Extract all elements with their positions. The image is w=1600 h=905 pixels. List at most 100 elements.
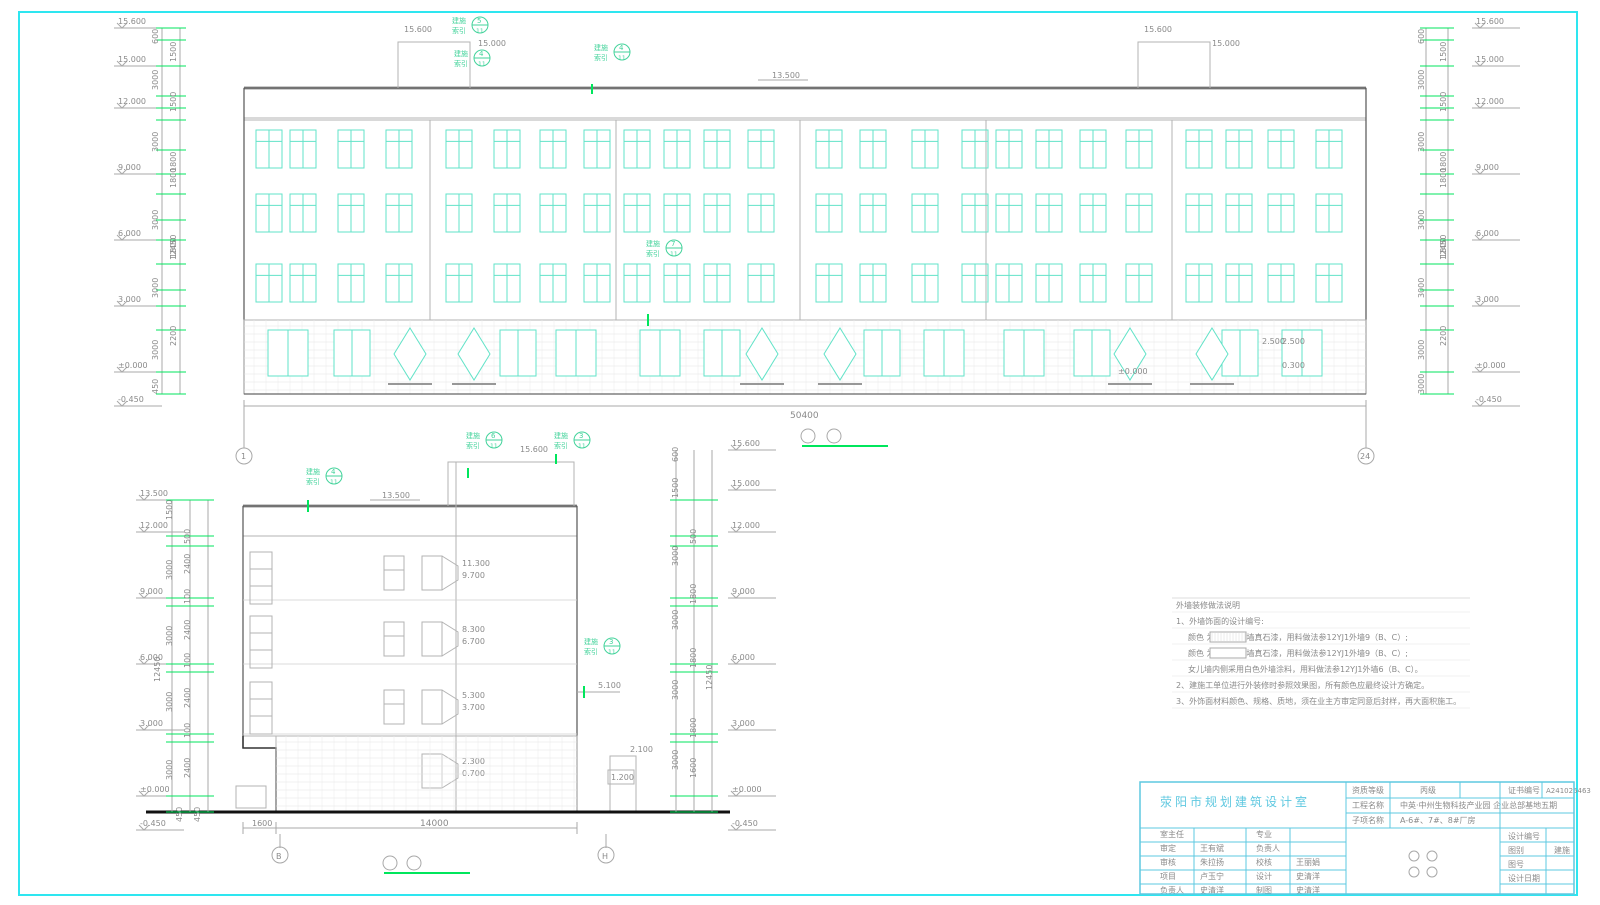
detail-tag-text: 建施 bbox=[646, 239, 660, 248]
elevation-label: 3.000 bbox=[1476, 295, 1499, 304]
elevation-label: 3.000 bbox=[118, 295, 141, 304]
vertical-dim-label: 600 bbox=[671, 447, 680, 462]
elevation-marker bbox=[116, 168, 128, 175]
item-name: A-6#、7#、8#厂房 bbox=[1400, 815, 1476, 825]
detail-tag-num: 4 bbox=[479, 50, 484, 58]
elevation-marker bbox=[1474, 366, 1486, 373]
entrance-door-diamond bbox=[457, 327, 491, 381]
elevation-label: ±0.000 bbox=[1476, 361, 1506, 370]
role: 设计 bbox=[1256, 871, 1272, 881]
vertical-dim-label: 1800 bbox=[169, 168, 178, 188]
role: 负责人 bbox=[1256, 843, 1280, 853]
vertical-dim-label: 3000 bbox=[671, 610, 680, 630]
canopy-label: 2.100 bbox=[630, 745, 653, 754]
stair-window-bay bbox=[441, 753, 459, 789]
elevation-label: 9.000 bbox=[118, 163, 141, 172]
elevation-marker bbox=[116, 102, 128, 109]
vertical-dim-label: 3000 bbox=[151, 210, 160, 230]
cert-grade-label: 资质等级 bbox=[1352, 785, 1384, 795]
parapet-band bbox=[243, 87, 1367, 119]
stair-level-label: 8.300 bbox=[462, 625, 485, 634]
stair-window-bay bbox=[441, 621, 459, 657]
tb-circle bbox=[1408, 866, 1420, 878]
overall-width-label: 50400 bbox=[790, 411, 819, 421]
elevation-marker bbox=[730, 824, 742, 831]
vertical-dim-label: 3000 bbox=[1417, 210, 1426, 230]
tb-circle bbox=[1426, 850, 1438, 862]
stair-window bbox=[421, 689, 443, 725]
elevation-marker bbox=[116, 234, 128, 241]
vertical-dim-label: 1500 bbox=[1439, 42, 1448, 62]
vertical-dim-label: 12450 bbox=[1439, 235, 1448, 260]
elevation-marker bbox=[730, 790, 742, 797]
view-title-circle bbox=[382, 855, 398, 871]
title-block-frame bbox=[1139, 781, 1575, 895]
notes-line: 女儿墙内侧采用白色外墙涂料，用料做法参12YJ1外墙6（B、C）。 bbox=[1188, 664, 1423, 674]
name: 王丽娟 bbox=[1296, 857, 1320, 867]
elevation-label: -0.450 bbox=[732, 819, 758, 828]
project-label: 工程名称 bbox=[1352, 800, 1384, 810]
entry-setback bbox=[242, 736, 277, 812]
entry-step-block bbox=[235, 785, 267, 809]
detail-tag-text: 索引 bbox=[466, 441, 480, 450]
vertical-dim-label: 3000 bbox=[1417, 278, 1426, 298]
elevation-marker bbox=[138, 824, 150, 831]
vertical-dim-label: 12450 bbox=[705, 665, 714, 690]
elevation-label: 15.600 bbox=[1476, 17, 1504, 26]
role: 审核 bbox=[1160, 857, 1176, 867]
vertical-dim-label: 1800 bbox=[1439, 238, 1448, 258]
detail-tag-num: 4 bbox=[331, 468, 336, 476]
detail-tag-sub: 11 bbox=[478, 61, 486, 68]
elevation-label: 6.000 bbox=[140, 653, 163, 662]
swatch-beige bbox=[1209, 631, 1247, 643]
roof-elev-label: 13.500 bbox=[382, 491, 410, 500]
vertical-dim-label: 2200 bbox=[169, 326, 178, 346]
detail-tag-text: 索引 bbox=[306, 477, 320, 486]
entrance-door-diamond bbox=[1195, 327, 1229, 381]
elevation-marker bbox=[138, 658, 150, 665]
elevation-label: 6.000 bbox=[1476, 229, 1499, 238]
inner-dim-label: 2.500 bbox=[1262, 337, 1285, 346]
role: 项目 bbox=[1160, 872, 1176, 881]
stair-elev-label: 15.600 bbox=[404, 25, 432, 34]
detail-tag-sub: 11 bbox=[330, 479, 338, 486]
sheet-frame bbox=[18, 11, 1578, 896]
vertical-dim-label: 100 bbox=[183, 723, 192, 738]
right-label: 图号 bbox=[1508, 860, 1524, 869]
elevation-label: 15.000 bbox=[118, 55, 146, 64]
vertical-dim-label: 600 bbox=[1417, 29, 1426, 44]
detail-tag-text: 建施 bbox=[466, 431, 480, 440]
facade-notes: 外墙装修做法说明 1、外墙饰面的设计编号: 颜色 为米黄色外墙真石漆，用料做法参… bbox=[1172, 597, 1470, 709]
elevation-marker bbox=[1474, 300, 1486, 307]
tb-circle bbox=[1426, 866, 1438, 878]
elevation-marker bbox=[116, 60, 128, 67]
stair-elev-label: 15.600 bbox=[1144, 25, 1172, 34]
stair-elev-label: 15.000 bbox=[1212, 39, 1240, 48]
stair-window bbox=[421, 621, 443, 657]
right-label: 设计编号 bbox=[1508, 831, 1540, 841]
elevation-label: 12.000 bbox=[140, 521, 168, 530]
view-title-circle bbox=[826, 428, 842, 444]
vertical-dim-label: 1500 bbox=[169, 92, 178, 112]
elevation-marker bbox=[1474, 102, 1486, 109]
detail-tag-sub: 11 bbox=[476, 28, 484, 35]
elevation-label: 9.000 bbox=[1476, 163, 1499, 172]
vertical-dim-label: 2400 bbox=[183, 620, 192, 640]
vertical-dim-label: 1500 bbox=[671, 478, 680, 498]
axis-label: 1 bbox=[241, 452, 246, 461]
bottom-dim-label: 14000 bbox=[420, 819, 449, 829]
vertical-dim-label: 2200 bbox=[1439, 326, 1448, 346]
detail-tag-num: 5 bbox=[477, 17, 481, 25]
vertical-dim-label: 3000 bbox=[1417, 70, 1426, 90]
stair-window bbox=[421, 753, 443, 789]
notes-line: 1、外墙饰面的设计编号: bbox=[1176, 616, 1264, 626]
entrance-door-diamond bbox=[823, 327, 857, 381]
right-label: 图别 bbox=[1508, 846, 1524, 855]
role: 室主任 bbox=[1160, 829, 1184, 839]
stair-tower-left bbox=[397, 41, 471, 89]
detail-tag-num: 7 bbox=[671, 240, 675, 248]
axis-bubble bbox=[597, 846, 615, 864]
elevation-marker bbox=[116, 22, 128, 29]
side-stair-tower bbox=[447, 461, 575, 507]
elevation-label: 12.000 bbox=[118, 97, 146, 106]
